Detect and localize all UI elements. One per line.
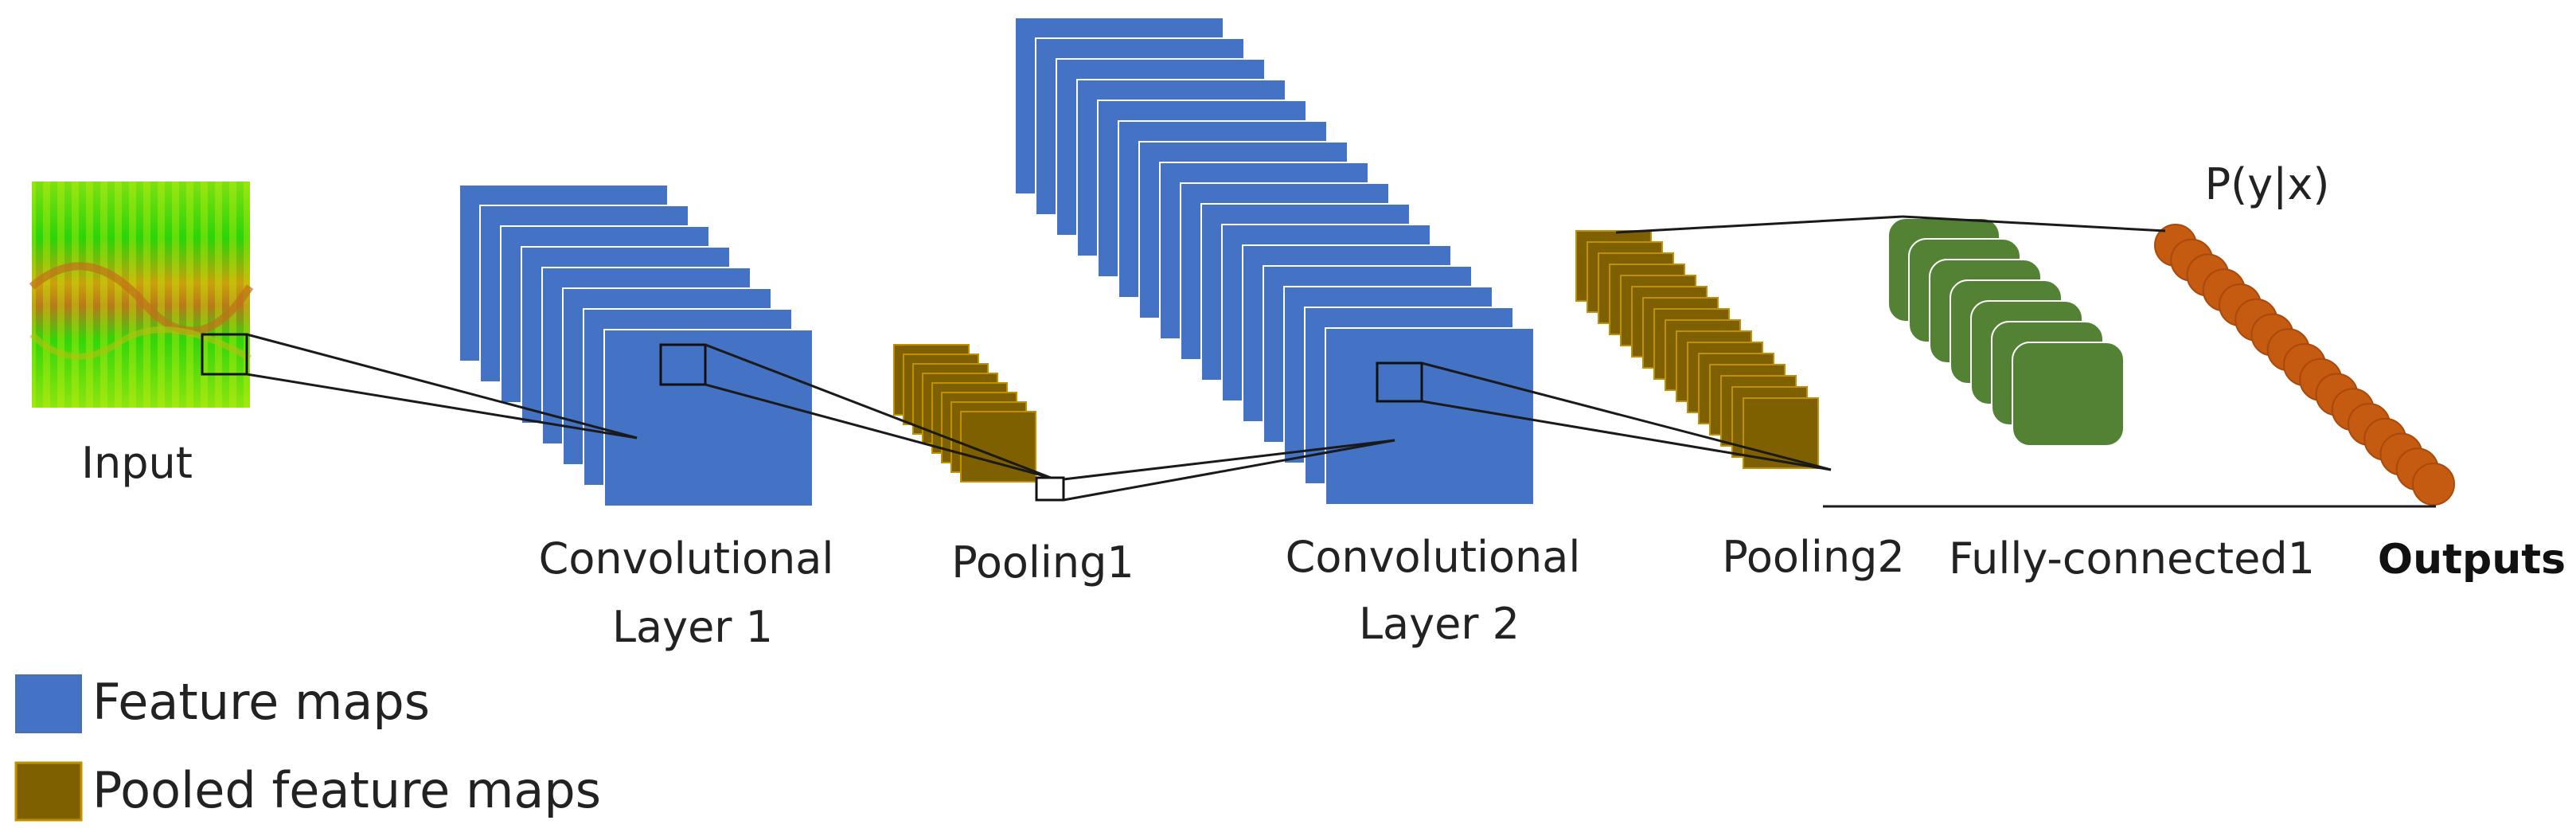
- output-nodes: [2154, 224, 2455, 506]
- conv2-label-line1: Convolutional: [1286, 532, 1581, 582]
- probability-label: P(y|x): [2205, 159, 2330, 209]
- conv1-receptive-box: [659, 343, 707, 386]
- conv2-receptive-box: [1376, 361, 1423, 403]
- conv-layer-2-feature-maps: [1014, 17, 1535, 506]
- legend-swatch-feature-maps: [15, 674, 82, 733]
- outputs-label: Outputs: [2378, 536, 2566, 584]
- legend: Feature maps Pooled feature maps: [14, 673, 601, 822]
- connection-lines: [246, 215, 2436, 508]
- pool1-receptive-box: [1035, 476, 1065, 502]
- fully-connected-unit: [2012, 342, 2125, 447]
- feature-map: [603, 329, 814, 507]
- fc1-label: Fully-connected1: [1949, 533, 2315, 584]
- pooling-2-maps: [1575, 230, 1819, 469]
- input-label: Input: [81, 438, 193, 488]
- legend-label-pooled-feature-maps: Pooled feature maps: [92, 761, 601, 819]
- legend-swatch-pooled-feature-maps: [14, 761, 83, 822]
- fully-connected-1-units: [1887, 217, 2125, 447]
- conv-layer-1-feature-maps: [459, 184, 814, 507]
- pool1-label: Pooling1: [951, 537, 1134, 588]
- conv1-label-line2: Layer 1: [612, 602, 773, 652]
- legend-label-feature-maps: Feature maps: [92, 673, 430, 731]
- input-spectrogram: [29, 182, 254, 408]
- conv2-label-line2: Layer 2: [1359, 599, 1520, 649]
- conv1-label-line1: Convolutional: [539, 533, 834, 584]
- output-node: [2412, 463, 2455, 506]
- feature-map: [1325, 327, 1535, 506]
- pooling-1-maps: [893, 344, 1036, 482]
- pool2-label: Pooling2: [1722, 532, 1905, 582]
